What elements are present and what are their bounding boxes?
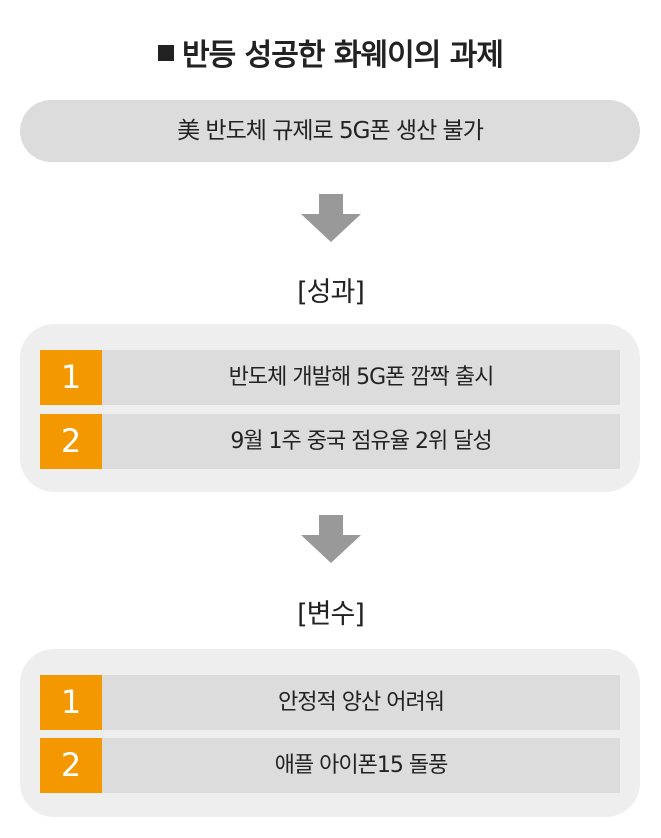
list-item: 2 애플 아이폰15 돌풍 <box>40 738 620 793</box>
item-number: 2 <box>40 414 102 469</box>
page-title: 반등 성공한 화웨이의 과제 <box>0 30 661 74</box>
results-panel: 1 반도체 개발해 5G폰 깜짝 출시 2 9월 1주 중국 점유율 2위 달성 <box>20 324 640 492</box>
section-label-results: [성과] <box>297 277 365 308</box>
square-bullet-icon <box>158 45 175 61</box>
item-text: 9월 1주 중국 점유율 2위 달성 <box>230 429 492 454</box>
section-label-variables: [변수] <box>297 599 365 630</box>
list-item: 1 안정적 양산 어려워 <box>40 675 620 730</box>
premise-pill: 美 반도체 규제로 5G폰 생산 불가 <box>20 100 640 162</box>
title-text: 반등 성공한 화웨이의 과제 <box>182 38 504 73</box>
item-text: 반도체 개발해 5G폰 깜짝 출시 <box>228 365 495 390</box>
item-number: 1 <box>40 675 102 730</box>
item-text: 애플 아이폰15 돌풍 <box>274 753 449 778</box>
list-item: 1 반도체 개발해 5G폰 깜짝 출시 <box>40 350 620 405</box>
list-item: 2 9월 1주 중국 점유율 2위 달성 <box>40 414 620 469</box>
item-number: 1 <box>40 350 102 405</box>
item-number: 2 <box>40 738 102 793</box>
variables-panel: 1 안정적 양산 어려워 2 애플 아이폰15 돌풍 <box>20 649 640 817</box>
down-arrow-icon <box>301 515 361 563</box>
down-arrow-icon <box>301 194 361 242</box>
item-text: 안정적 양산 어려워 <box>278 690 445 715</box>
